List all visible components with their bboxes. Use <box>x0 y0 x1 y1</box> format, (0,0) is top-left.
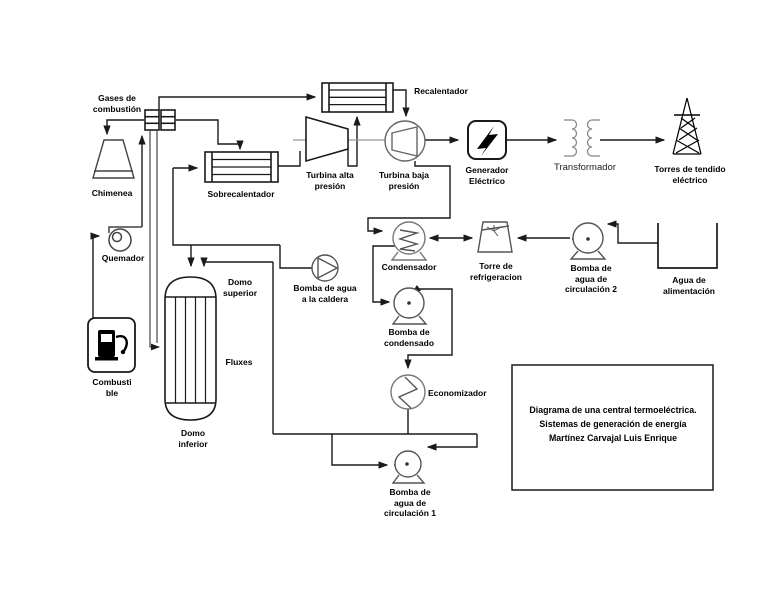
high-pressure-turbine-icon <box>305 115 349 163</box>
condenser-icon <box>390 221 428 261</box>
pipe-turbina-alta-to-recalentador <box>347 115 361 167</box>
pipe-condensador-to-bomba-condensado <box>372 245 395 306</box>
fuel-icon <box>87 317 136 373</box>
steam-water-pipes <box>172 89 666 469</box>
feedwater-tank-icon <box>657 223 718 269</box>
pipe-grid-to-boiler <box>149 131 161 351</box>
label-recalentador: Recalentador <box>414 86 468 96</box>
superheater-icon <box>204 151 279 183</box>
low-pressure-turbine-icon <box>384 120 426 162</box>
label-fluxes: Fluxes <box>225 357 253 367</box>
gas-pipes <box>90 93 317 318</box>
air-preheater-icon <box>144 109 176 131</box>
label-quemador: Quemador <box>101 253 145 263</box>
info-box-text: Diagrama de una central termoeléctrica. … <box>529 405 697 443</box>
transmission-tower-icon <box>672 97 702 155</box>
label-economizador: Economizador <box>428 388 487 398</box>
pipe-grid-to-chimney <box>103 119 144 136</box>
pipe-turbina-baja-to-condensador <box>367 161 451 235</box>
pipe-recalentador-to-turbina-baja <box>393 89 410 118</box>
reheater-icon <box>321 82 394 113</box>
generator-icon <box>467 120 507 160</box>
pipe-bomba-caldera-line <box>279 245 312 269</box>
economizer-icon <box>390 374 426 410</box>
condensate-pump-icon <box>391 287 428 325</box>
info-box <box>511 364 714 491</box>
chimney-icon <box>92 139 135 179</box>
pipe-bomba-condensado-to-economizador <box>404 288 453 370</box>
boiler-feed-pump-icon <box>311 254 339 282</box>
pipe-header-245 <box>172 168 280 246</box>
label-chimenea: Chimenea <box>91 188 133 198</box>
cooling-tower-icon <box>477 221 513 253</box>
pipe-tank-to-bomba2 <box>606 220 658 244</box>
label-transformador: Transformador <box>554 162 616 173</box>
pipe-grid-to-recalentador <box>158 93 317 110</box>
gas-duct-lines <box>149 131 161 351</box>
pipe-sobrecalentador-to-turbina <box>277 151 301 167</box>
pipe-grid-to-sobrecalentador <box>176 119 244 151</box>
pipe-to-bomba1-top <box>426 434 478 451</box>
pipe-to-bomba1-inlet <box>331 434 389 469</box>
boiler-icon <box>164 276 217 421</box>
label-sobrecalentador: Sobrecalentador <box>207 189 275 199</box>
pipe-into-domo-2 <box>200 257 273 268</box>
burner-icon <box>108 226 142 252</box>
circulation-pump-1-icon <box>391 450 426 484</box>
label-condensador: Condensador <box>381 262 437 272</box>
transformer-icon <box>564 119 600 157</box>
pipe-combustible-to-quemador <box>90 232 101 318</box>
circulation-pump-2-icon <box>569 222 607 260</box>
